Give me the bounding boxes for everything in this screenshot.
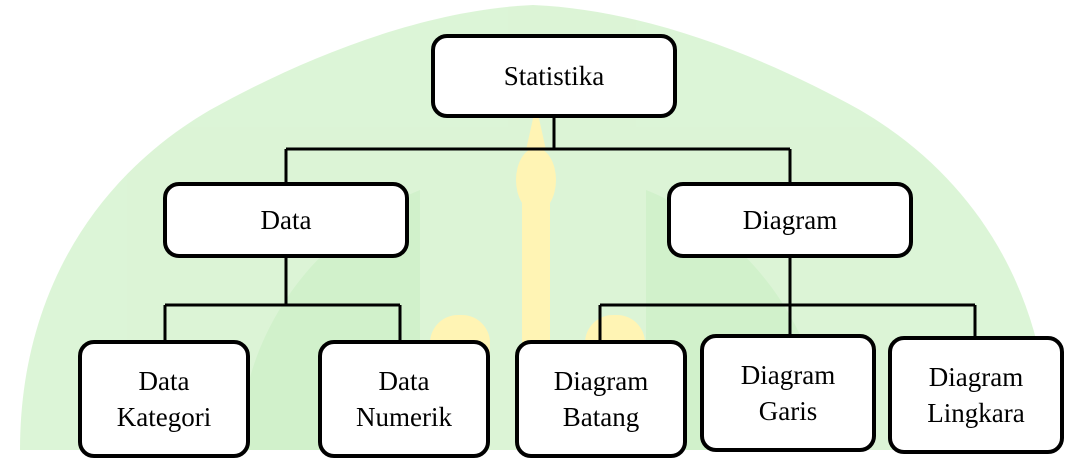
node-diagram-lingkara-label: Diagram Lingkara [927, 362, 1025, 428]
node-diagram-garis-label: Diagram Garis [740, 360, 836, 426]
node-statistika-label: Statistika [503, 61, 605, 91]
node-diagram-lingkara: Diagram Lingkara [888, 336, 1064, 454]
node-diagram-batang-label: Diagram Batang [553, 366, 649, 432]
connector-lines [163, 118, 977, 340]
node-data-label: Data [260, 205, 312, 235]
node-diagram-label: Diagram [742, 205, 838, 235]
node-data-numerik: Data Numerik [318, 340, 490, 458]
node-diagram-batang: Diagram Batang [515, 340, 687, 458]
node-diagram: Diagram [667, 182, 913, 258]
node-data-kategori: Data Kategori [78, 340, 250, 458]
node-data-kategori-label: Data Kategori [116, 366, 212, 432]
node-data-numerik-label: Data Numerik [356, 366, 452, 432]
node-statistika: Statistika [431, 34, 677, 118]
node-diagram-garis: Diagram Garis [700, 334, 876, 452]
watermark-minaret-top [516, 148, 556, 212]
node-data: Data [163, 182, 409, 258]
watermark-minaret-spire [526, 105, 546, 150]
